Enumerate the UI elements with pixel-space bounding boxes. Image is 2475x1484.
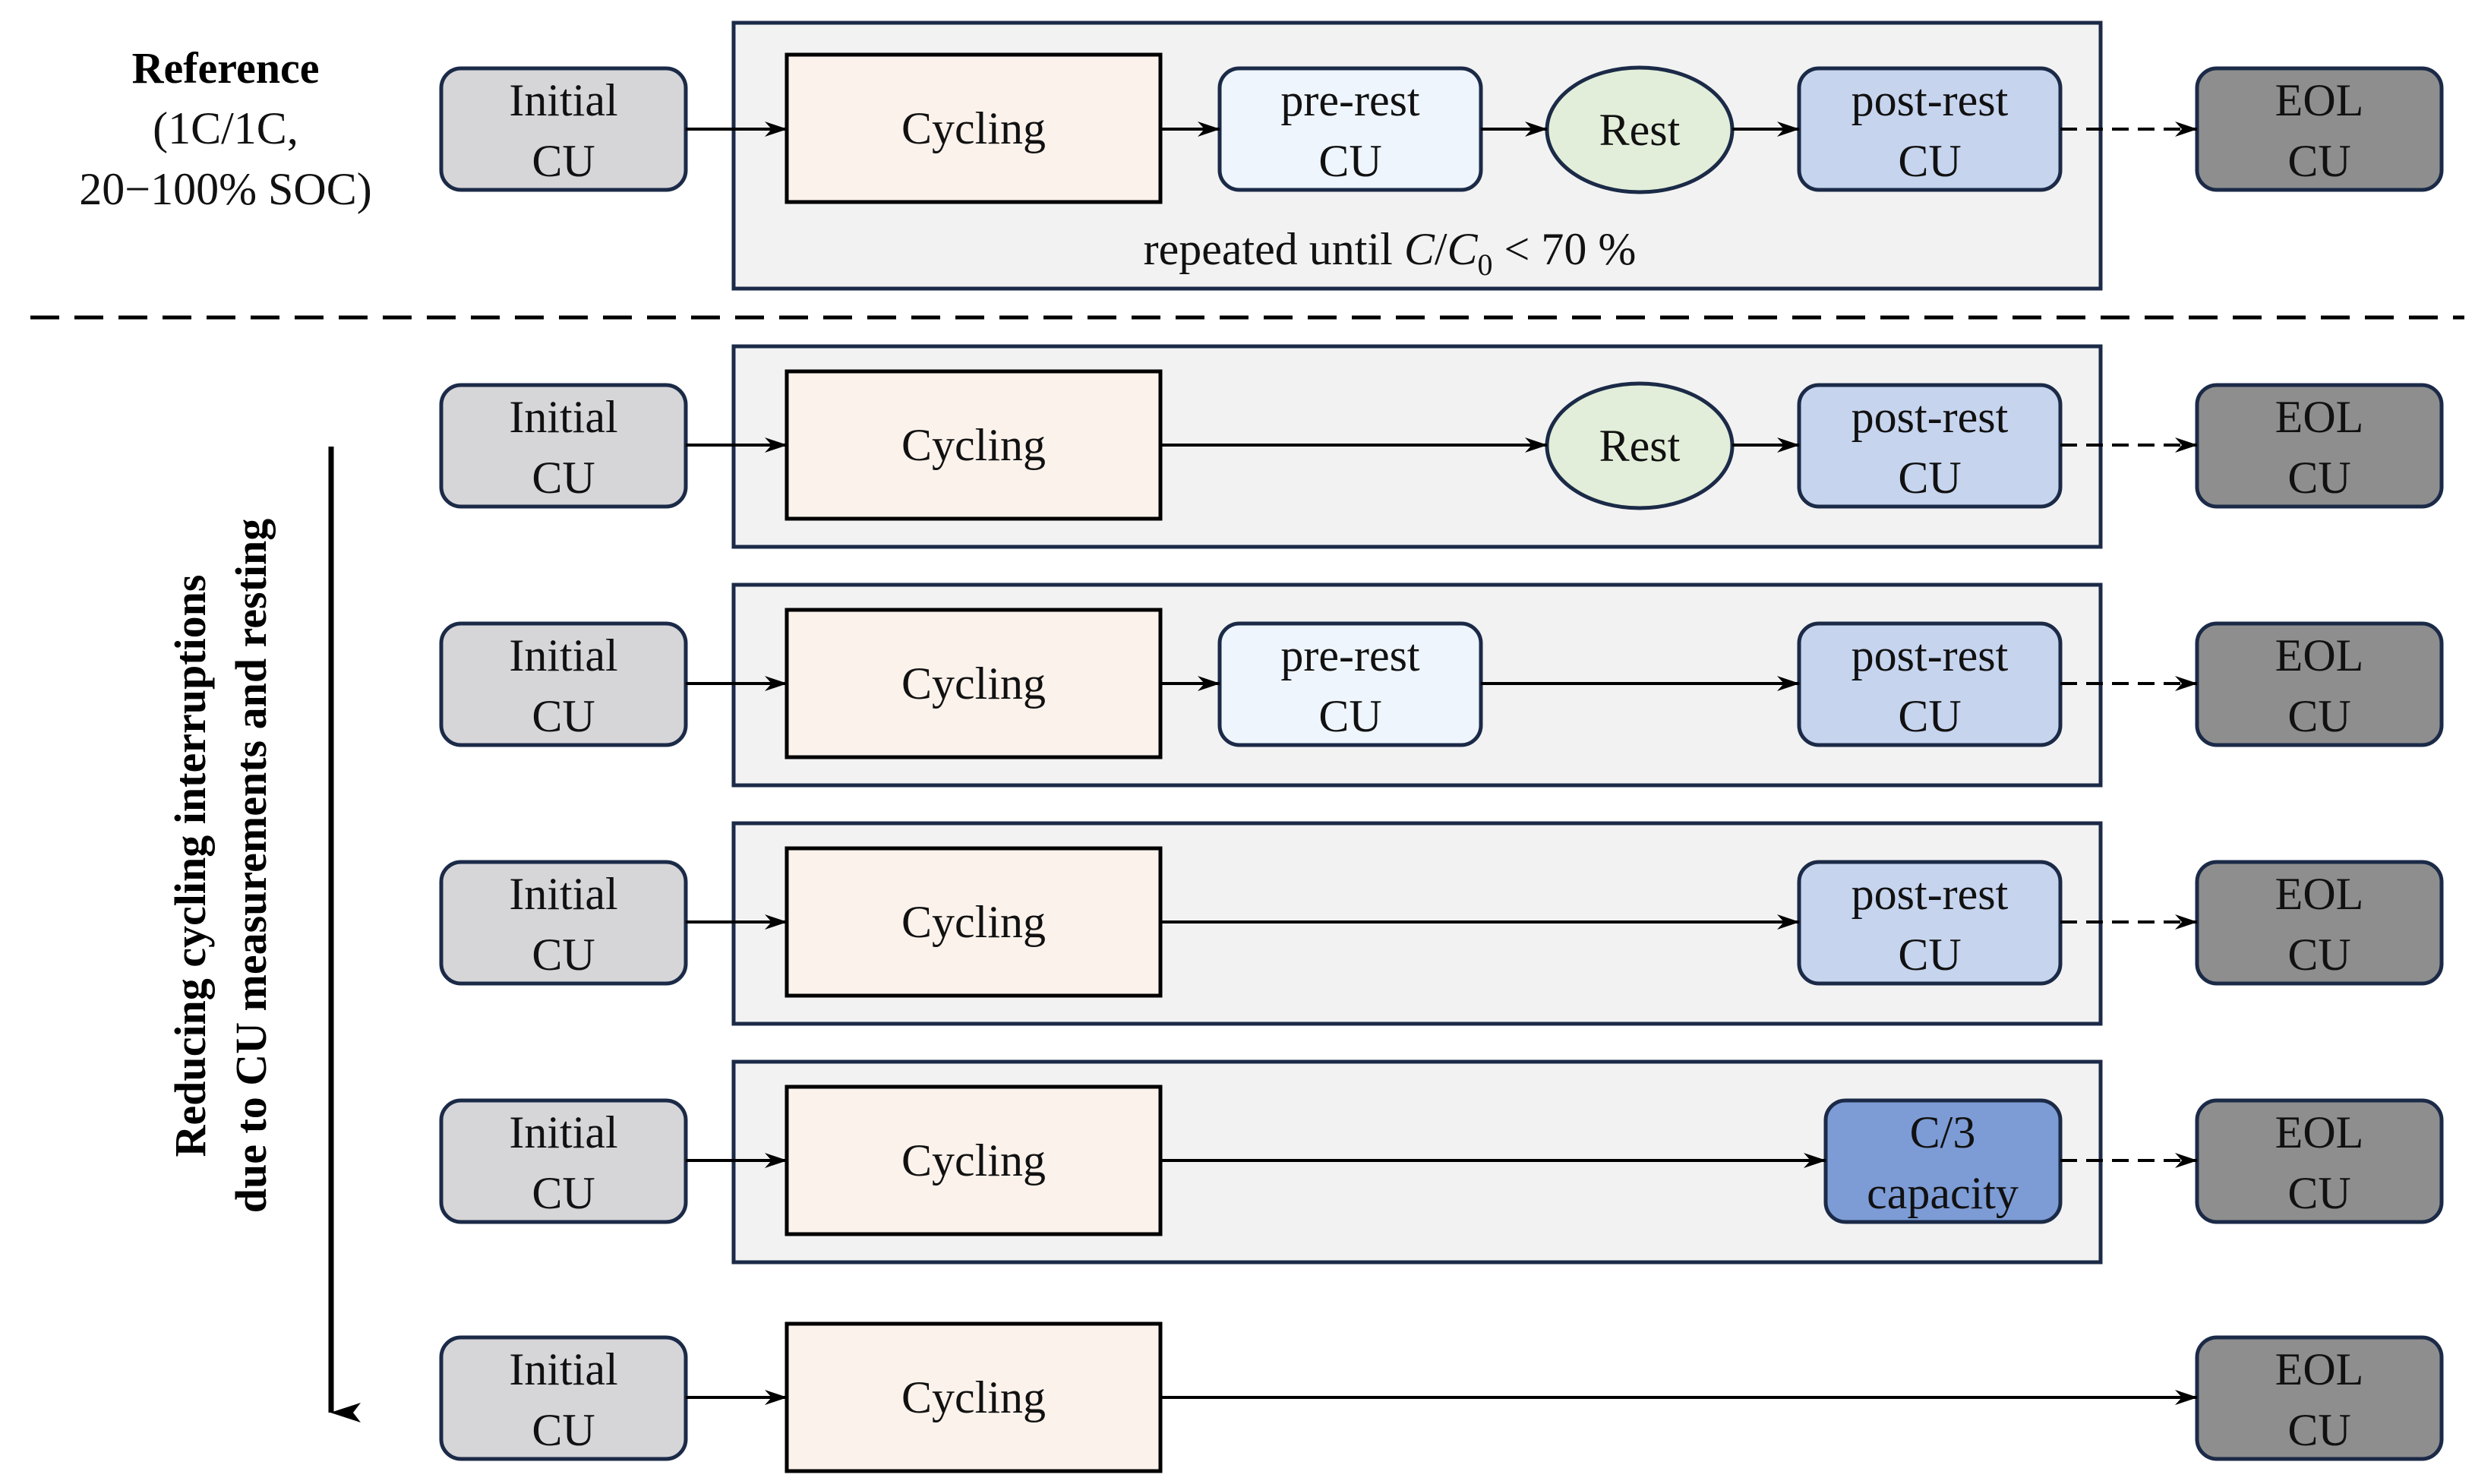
- initial-cu-label-1: Initial: [509, 630, 617, 680]
- c3-capacity-label-1: C/3: [1910, 1107, 1976, 1157]
- rest-label: Rest: [1599, 105, 1681, 155]
- eol-cu-label-1: EOL: [2275, 75, 2364, 125]
- initial-cu-label-2: CU: [532, 453, 595, 503]
- row-variant-2: Initial CU Cycling pre-rest CU post-rest…: [439, 583, 2444, 788]
- pre-rest-cu-label-1: pre-rest: [1280, 75, 1420, 125]
- cycling-label: Cycling: [901, 420, 1046, 470]
- initial-cu-label-2: CU: [532, 1168, 595, 1218]
- pre-rest-cu-label-2: CU: [1318, 136, 1381, 186]
- pre-rest-cu-label-1: pre-rest: [1280, 630, 1420, 680]
- initial-cu-label-1: Initial: [509, 75, 617, 125]
- initial-cu-label-2: CU: [532, 691, 595, 741]
- eol-cu-label-2: CU: [2287, 136, 2350, 186]
- initial-cu-label-2: CU: [532, 136, 595, 186]
- cycling-box: [784, 608, 1163, 759]
- cycling-label: Cycling: [901, 1372, 1046, 1422]
- eol-cu-label-2: CU: [2287, 1405, 2350, 1455]
- eol-cu-label-2: CU: [2287, 1168, 2350, 1218]
- initial-cu-label-1: Initial: [509, 1344, 617, 1394]
- reference-rate: (1C/1C,: [153, 103, 298, 153]
- cycling-label: Cycling: [901, 897, 1046, 947]
- post-rest-cu-label-2: CU: [1898, 136, 1961, 186]
- cycling-label: Cycling: [901, 658, 1046, 709]
- cycling-box: [784, 1321, 1163, 1473]
- post-rest-cu-label-1: post-rest: [1852, 75, 2009, 125]
- post-rest-cu-label-1: post-rest: [1852, 630, 2009, 680]
- side-label-line1: Reducing cycling interruptions: [166, 575, 215, 1157]
- eol-cu-label-2: CU: [2287, 930, 2350, 980]
- initial-cu-label-2: CU: [532, 1405, 595, 1455]
- eol-cu-label-2: CU: [2287, 691, 2350, 741]
- post-rest-cu-label-2: CU: [1898, 691, 1961, 741]
- initial-cu-label-1: Initial: [509, 1107, 617, 1157]
- side-label-line2: due to CU measurements and resting: [226, 519, 276, 1214]
- c3-capacity-label-2: capacity: [1867, 1168, 2019, 1218]
- initial-cu-label-1: Initial: [509, 869, 617, 919]
- eol-cu-label-1: EOL: [2275, 392, 2364, 442]
- post-rest-cu-label-1: post-rest: [1852, 869, 2009, 919]
- row-variant-1: Initial CU Cycling Rest post-rest CU EOL…: [439, 344, 2444, 549]
- post-rest-cu-label-1: post-rest: [1852, 392, 2009, 442]
- initial-cu-label-2: CU: [532, 930, 595, 980]
- eol-cu-label-1: EOL: [2275, 1344, 2364, 1394]
- eol-cu-label-1: EOL: [2275, 869, 2364, 919]
- row-variant-4: Initial CU Cycling C/3 capacity EOL CU: [439, 1059, 2444, 1265]
- cycling-label: Cycling: [901, 1135, 1046, 1186]
- cycling-box: [784, 846, 1163, 998]
- eol-cu-label-1: EOL: [2275, 1107, 2364, 1157]
- eol-cu-label-1: EOL: [2275, 630, 2364, 680]
- reference-label: Reference (1C/1C, 20−100% SOC): [79, 43, 372, 214]
- side-arrow: Reducing cycling interruptions due to CU…: [166, 447, 361, 1422]
- cycling-label: Cycling: [901, 103, 1046, 153]
- post-rest-cu-label-2: CU: [1898, 930, 1961, 980]
- post-rest-cu-label-2: CU: [1898, 453, 1961, 503]
- row-variant-5: Initial CU Cycling EOL CU: [439, 1321, 2444, 1473]
- row-reference: Initial CU Cycling pre-rest CU Rest post…: [439, 21, 2444, 291]
- cycling-box: [784, 1085, 1163, 1236]
- repeat-note: repeated until C/C0 < 70 %: [1144, 224, 1637, 282]
- initial-cu-label-1: Initial: [509, 392, 617, 442]
- reference-title: Reference: [132, 43, 320, 93]
- rest-label: Rest: [1599, 421, 1681, 471]
- row-variant-3: Initial CU Cycling post-rest CU EOL CU: [439, 821, 2444, 1026]
- eol-cu-label-2: CU: [2287, 453, 2350, 503]
- reference-soc: 20−100% SOC): [79, 164, 372, 214]
- pre-rest-cu-label-2: CU: [1318, 691, 1381, 741]
